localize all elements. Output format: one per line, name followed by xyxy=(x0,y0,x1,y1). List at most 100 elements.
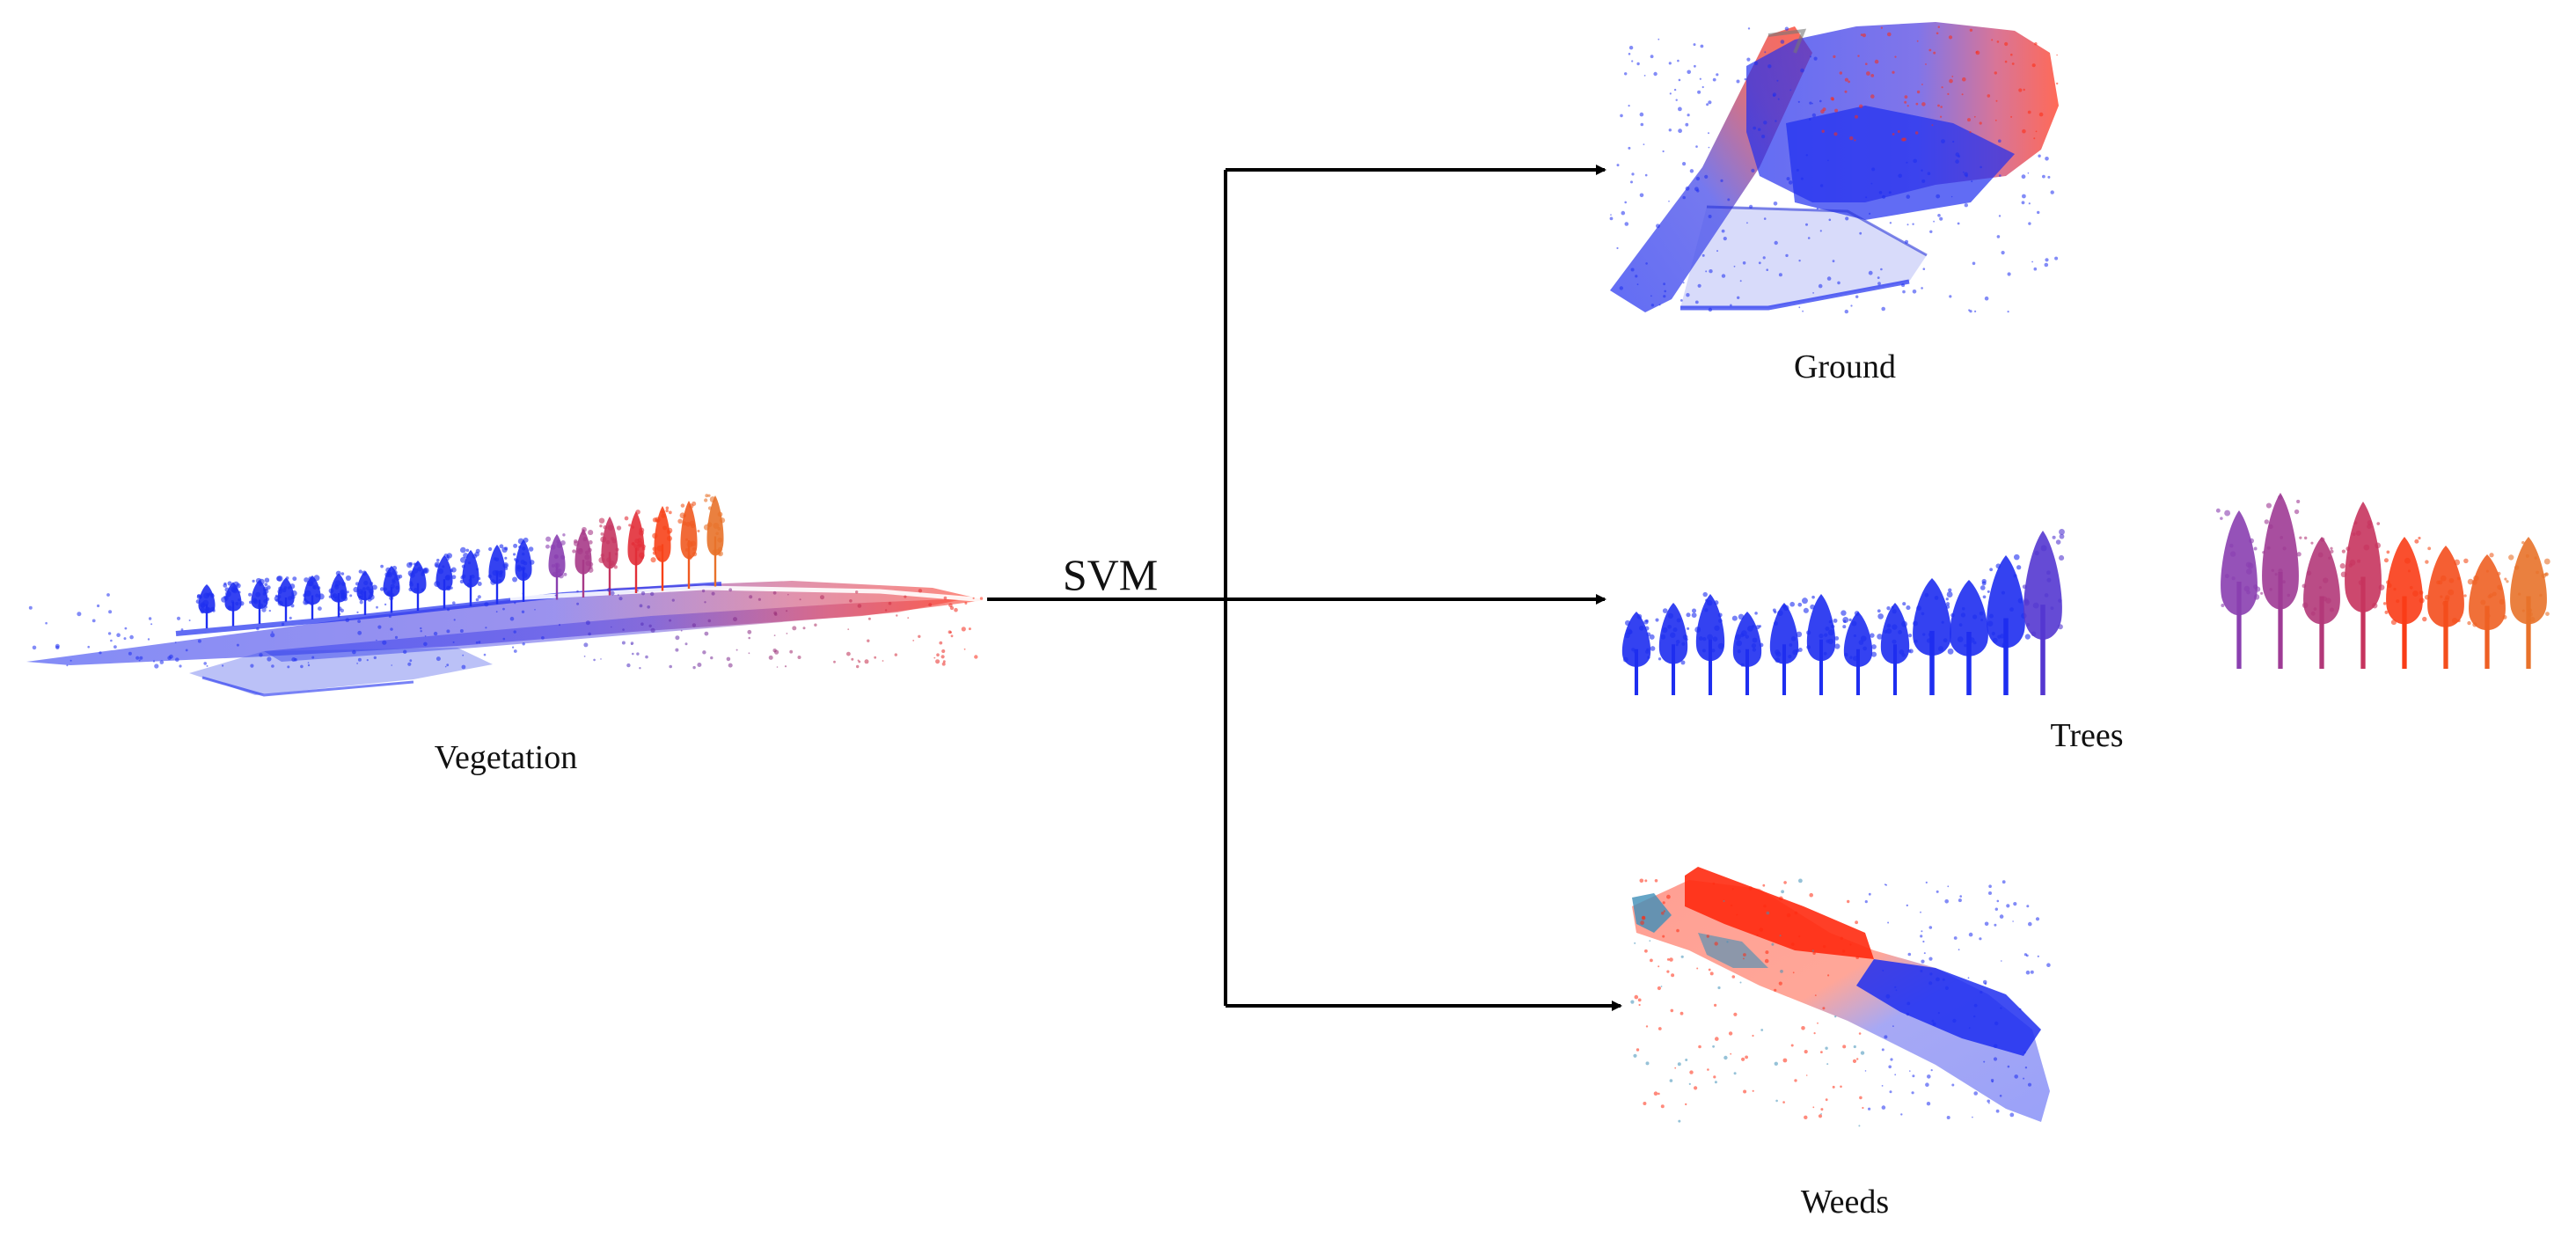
point xyxy=(1931,1019,1935,1023)
point xyxy=(99,651,102,655)
tree-blue xyxy=(1877,602,1912,695)
point xyxy=(1888,191,1892,194)
point xyxy=(1728,1031,1733,1036)
point xyxy=(2014,1074,2018,1079)
point xyxy=(1817,1022,1819,1024)
point xyxy=(384,603,387,606)
point xyxy=(1650,295,1652,297)
point xyxy=(961,627,966,632)
point xyxy=(918,634,921,638)
point xyxy=(1967,118,1971,122)
point xyxy=(340,608,344,612)
point xyxy=(1800,177,1804,180)
point xyxy=(495,611,498,613)
point xyxy=(1881,1105,1886,1110)
point xyxy=(2027,1082,2032,1087)
vegetation-point-cloud xyxy=(26,494,986,697)
point xyxy=(1739,280,1742,282)
veg-tree xyxy=(545,533,567,600)
tree-warm xyxy=(2382,536,2427,669)
point xyxy=(1771,942,1775,946)
point xyxy=(70,659,72,662)
point xyxy=(1664,290,1666,293)
point xyxy=(1644,173,1648,177)
point xyxy=(2027,110,2031,114)
point xyxy=(2002,880,2006,884)
point xyxy=(1916,40,1919,42)
point xyxy=(1642,915,1645,920)
point xyxy=(773,634,776,636)
point xyxy=(1743,1089,1747,1094)
point xyxy=(1666,970,1670,973)
point xyxy=(154,663,159,669)
point xyxy=(1678,78,1681,82)
point xyxy=(420,630,422,633)
point xyxy=(1640,122,1644,127)
point xyxy=(728,588,733,592)
point xyxy=(1887,921,1890,924)
point xyxy=(376,605,378,609)
point xyxy=(1958,949,1960,951)
point xyxy=(340,594,345,599)
point xyxy=(675,648,679,652)
point xyxy=(138,659,141,662)
point xyxy=(940,655,945,659)
point xyxy=(1708,215,1712,218)
point xyxy=(1804,1115,1808,1120)
point xyxy=(433,631,438,636)
point xyxy=(1847,899,1850,904)
point xyxy=(1670,1008,1674,1013)
point xyxy=(867,639,870,642)
point xyxy=(1859,1096,1862,1100)
point xyxy=(485,627,487,629)
point xyxy=(1980,990,1983,994)
point xyxy=(1862,33,1866,38)
point xyxy=(558,624,561,627)
point xyxy=(1996,899,2000,903)
point xyxy=(1701,85,1704,89)
point xyxy=(640,591,646,596)
point xyxy=(1696,189,1700,193)
veg-tree xyxy=(406,561,429,611)
point xyxy=(1778,273,1782,277)
tree-blue xyxy=(1769,601,1803,695)
tree-blue xyxy=(1945,578,1994,695)
point xyxy=(1946,1116,1950,1119)
point xyxy=(1694,1086,1698,1090)
point xyxy=(1964,203,1968,208)
point xyxy=(1885,993,1891,999)
point xyxy=(1801,1026,1805,1030)
point xyxy=(159,660,165,664)
point xyxy=(1971,180,1973,183)
point xyxy=(32,645,37,650)
point xyxy=(1901,283,1906,288)
point xyxy=(1660,1104,1665,1109)
point xyxy=(236,643,239,647)
point xyxy=(1864,1070,1867,1072)
point xyxy=(2000,1007,2002,1009)
point xyxy=(512,646,515,649)
point xyxy=(484,602,489,607)
point xyxy=(972,597,975,599)
point xyxy=(1698,1045,1701,1049)
point xyxy=(287,665,290,669)
point xyxy=(1650,55,1654,59)
point xyxy=(1814,994,1817,996)
tree-blue xyxy=(1981,554,2031,695)
point xyxy=(1798,306,1801,309)
point xyxy=(1947,885,1950,888)
point xyxy=(1708,146,1710,149)
point xyxy=(1708,132,1709,135)
tree-warm xyxy=(2424,546,2469,669)
point xyxy=(1752,1034,1754,1037)
point xyxy=(1882,194,1886,199)
point xyxy=(1820,1108,1824,1111)
point xyxy=(1983,1060,1986,1063)
point xyxy=(366,659,369,662)
point xyxy=(2022,194,2026,199)
point xyxy=(1882,970,1884,971)
point xyxy=(1643,1102,1647,1105)
point xyxy=(1999,914,2004,919)
point xyxy=(91,619,96,623)
